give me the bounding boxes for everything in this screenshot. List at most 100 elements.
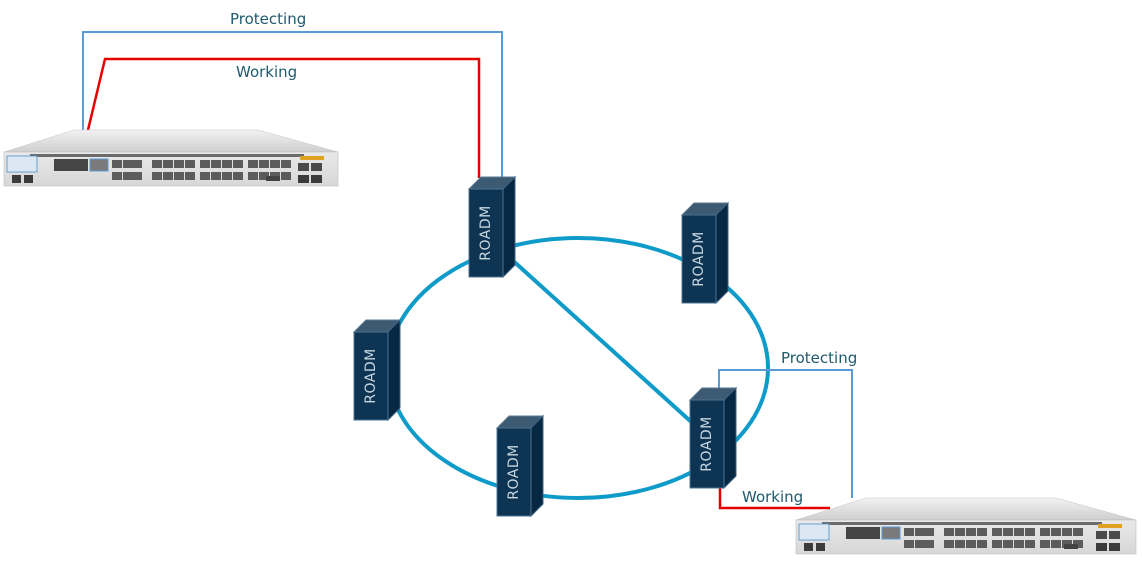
- highlight-port: [89, 158, 109, 172]
- sfp-port: [174, 160, 184, 168]
- roadm-front-face: [689, 399, 725, 489]
- sfp-port: [1040, 540, 1050, 548]
- roadm-front-face: [496, 427, 532, 517]
- sfp-port: [955, 540, 965, 548]
- rj45-port: [12, 175, 21, 183]
- sfp-port: [311, 163, 322, 171]
- sfp-port: [123, 172, 133, 180]
- sfp-port: [222, 172, 232, 180]
- sfp-port: [1051, 540, 1061, 548]
- rj45-port: [311, 175, 322, 183]
- sfp-port: [270, 160, 280, 168]
- sfp-port: [112, 160, 122, 168]
- sfp-port: [1062, 528, 1072, 536]
- sfp-port: [200, 172, 210, 180]
- sfp-port: [955, 528, 965, 536]
- brand-logo: [1098, 524, 1122, 528]
- sfp-port: [123, 160, 133, 168]
- roadm-front-face: [468, 188, 504, 278]
- sfp-port: [1014, 528, 1024, 536]
- sfp-port: [1025, 528, 1035, 536]
- sfp-port: [248, 160, 258, 168]
- management-panel: [798, 523, 830, 541]
- cfp-port: [846, 527, 880, 539]
- switch-top-left[interactable]: [3, 129, 339, 187]
- brand-logo: [300, 156, 324, 160]
- sfp-port: [163, 172, 173, 180]
- sfp-port: [977, 540, 987, 548]
- sfp-port: [977, 528, 987, 536]
- rj45-port: [816, 543, 825, 551]
- sfp-port: [904, 540, 914, 548]
- roadm-front-face: [353, 331, 389, 421]
- sfp-port: [281, 172, 291, 180]
- protecting-label-top: Protecting: [230, 10, 306, 28]
- sfp-port: [904, 528, 914, 536]
- sfp-port: [222, 160, 232, 168]
- protecting-path-bottom: [718, 369, 853, 498]
- working-label-top: Working: [236, 63, 297, 81]
- rj45-port: [298, 175, 309, 183]
- roadm-side-face: [502, 175, 516, 279]
- chord-link: [508, 256, 700, 430]
- sfp-port: [298, 163, 309, 171]
- sfp-port: [152, 160, 162, 168]
- switch-bottom-right[interactable]: [795, 497, 1137, 555]
- roadm-node[interactable]: ROADM: [688, 386, 738, 490]
- sfp-port: [200, 160, 210, 168]
- usb-port: [1064, 544, 1078, 549]
- sfp-port: [152, 172, 162, 180]
- highlight-port: [881, 526, 901, 540]
- sfp-port: [924, 528, 934, 536]
- roadm-side-face: [715, 201, 729, 305]
- sfp-port: [174, 172, 184, 180]
- sfp-port: [915, 528, 925, 536]
- roadm-label: ROADM: [699, 416, 715, 471]
- roadm-label: ROADM: [691, 231, 707, 286]
- rj45-port: [1109, 543, 1120, 551]
- roadm-label: ROADM: [363, 348, 379, 403]
- sfp-port: [966, 528, 976, 536]
- sfp-port: [132, 172, 142, 180]
- roadm-node[interactable]: ROADM: [467, 175, 517, 279]
- cfp-port: [54, 159, 88, 171]
- roadm-node[interactable]: ROADM: [680, 201, 730, 305]
- vent-strip: [822, 522, 1102, 525]
- rj45-port: [804, 543, 813, 551]
- sfp-port: [915, 540, 925, 548]
- sfp-port: [1040, 528, 1050, 536]
- sfp-port: [992, 528, 1002, 536]
- roadm-side-face: [723, 386, 737, 490]
- roadm-node[interactable]: ROADM: [352, 318, 402, 422]
- sfp-port: [1051, 528, 1061, 536]
- sfp-port: [1025, 540, 1035, 548]
- sfp-port: [211, 160, 221, 168]
- sfp-port: [944, 528, 954, 536]
- roadm-side-face: [387, 318, 401, 422]
- protecting-label-bottom: Protecting: [781, 349, 857, 367]
- sfp-port: [1014, 540, 1024, 548]
- sfp-port: [248, 172, 258, 180]
- roadm-node[interactable]: ROADM: [495, 414, 545, 518]
- sfp-port: [1109, 531, 1120, 539]
- working-label-bottom: Working: [742, 488, 803, 506]
- sfp-port: [259, 172, 269, 180]
- rj45-port: [1096, 543, 1107, 551]
- sfp-port: [132, 160, 142, 168]
- usb-port: [266, 176, 280, 181]
- sfp-port: [281, 160, 291, 168]
- vent-strip: [30, 154, 304, 157]
- sfp-port: [992, 540, 1002, 548]
- protecting-path-top: [82, 31, 503, 177]
- roadm-label: ROADM: [478, 205, 494, 260]
- sfp-port: [185, 160, 195, 168]
- roadm-side-face: [530, 414, 544, 518]
- sfp-port: [211, 172, 221, 180]
- sfp-port: [1073, 528, 1083, 536]
- sfp-port: [1003, 528, 1013, 536]
- sfp-port: [944, 540, 954, 548]
- sfp-port: [163, 160, 173, 168]
- roadm-label: ROADM: [506, 444, 522, 499]
- management-panel: [6, 155, 38, 173]
